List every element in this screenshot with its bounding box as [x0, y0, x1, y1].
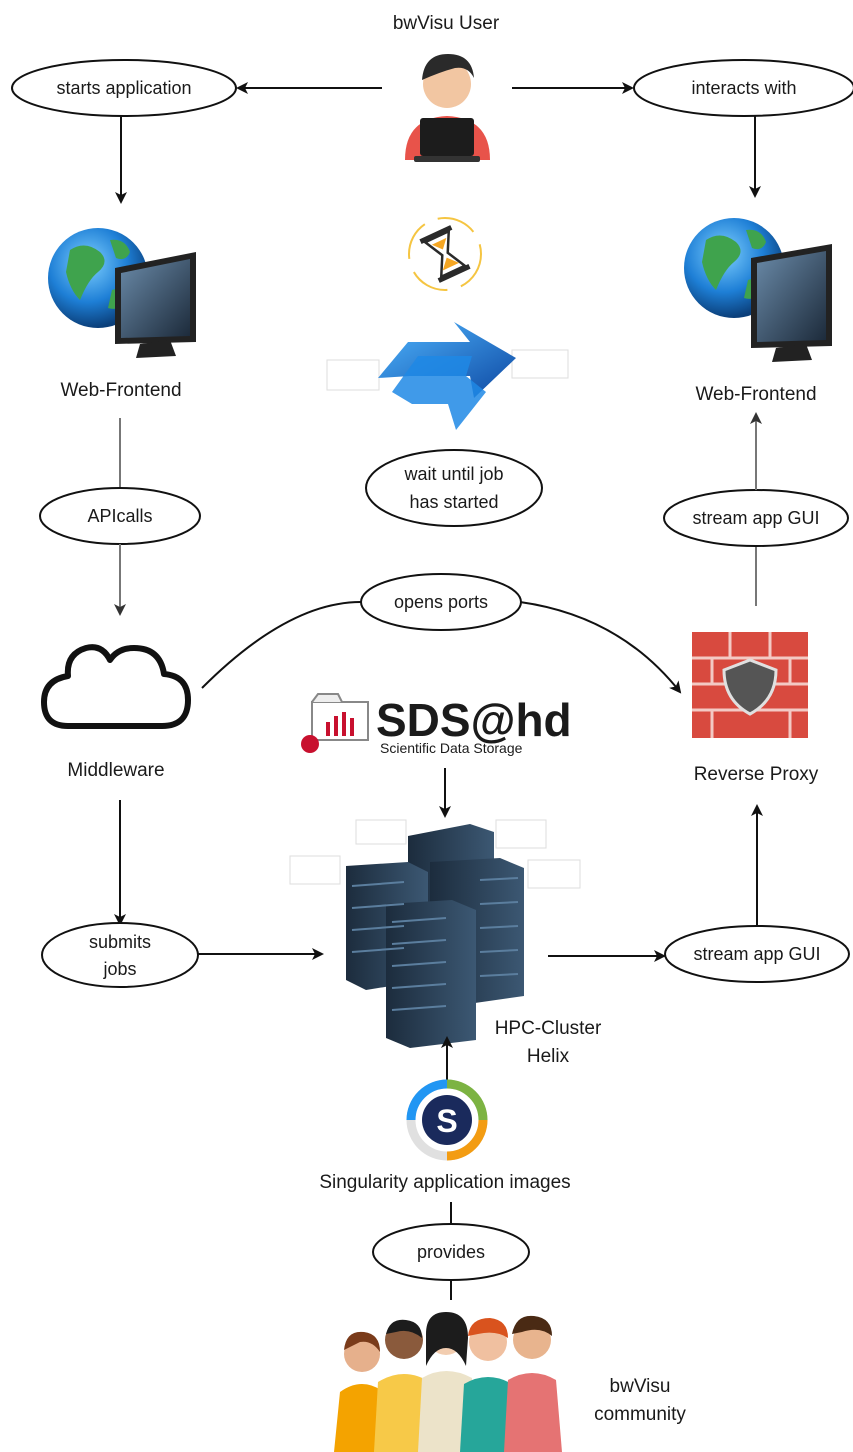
opens-ports-node: opens ports — [360, 573, 522, 631]
api-calls-text: APIcalls — [87, 506, 152, 526]
user-icon — [405, 54, 490, 162]
hourglass-icon — [408, 217, 482, 291]
web-frontend-right-label: Web-Frontend — [695, 384, 816, 405]
submits-jobs-node: submits jobs — [41, 922, 199, 988]
wait-until-job-line2: has started — [409, 492, 498, 512]
web-frontend-right-icon — [684, 218, 832, 362]
svg-text:S: S — [436, 1103, 457, 1139]
user-label: bwVisu User — [393, 13, 500, 34]
stream-app-gui-top-text: stream app GUI — [692, 508, 819, 528]
api-calls-node: APIcalls — [39, 487, 201, 545]
community-label-line1: bwVisu — [610, 1376, 671, 1397]
provides-node: provides — [372, 1223, 530, 1281]
cloud-icon — [41, 644, 191, 729]
line-middleware-to-ports — [201, 600, 365, 689]
arrow-ports-to-proxy — [519, 601, 682, 694]
submits-jobs-line1: submits — [89, 932, 151, 952]
sds-subtitle: Scientific Data Storage — [380, 740, 523, 756]
transfer-arrows-icon — [326, 322, 569, 430]
firewall-icon — [692, 632, 808, 738]
interacts-with-text: interacts with — [691, 78, 796, 98]
provides-text: provides — [417, 1242, 485, 1262]
stream-app-gui-bottom-text: stream app GUI — [693, 944, 820, 964]
sds-logo: SDS@hd Scientific Data Storage — [301, 693, 572, 756]
cluster-label-line1: HPC-Cluster — [495, 1018, 602, 1039]
cluster-label-line2: Helix — [527, 1046, 570, 1067]
wait-until-job-line1: wait until job — [403, 464, 503, 484]
community-group-icon — [334, 1312, 562, 1452]
web-frontend-left-icon — [48, 228, 196, 358]
server-rack-icon — [289, 819, 581, 1048]
submits-jobs-line2: jobs — [102, 959, 136, 979]
web-frontend-left-label: Web-Frontend — [60, 380, 181, 401]
community-label-line2: community — [594, 1404, 686, 1425]
middleware-label: Middleware — [67, 760, 164, 781]
stream-app-gui-bottom-node: stream app GUI — [664, 925, 850, 983]
reverse-proxy-label: Reverse Proxy — [694, 764, 819, 785]
opens-ports-text: opens ports — [394, 592, 488, 612]
starts-application-node: starts application — [11, 59, 237, 117]
starts-application-text: starts application — [56, 78, 191, 98]
singularity-label: Singularity application images — [319, 1172, 570, 1193]
singularity-logo-icon: S — [406, 1079, 488, 1161]
interacts-with-node: interacts with — [633, 59, 853, 117]
sds-title: SDS@hd — [376, 694, 572, 746]
stream-app-gui-top-node: stream app GUI — [663, 489, 849, 547]
wait-until-job-node: wait until job has started — [365, 449, 543, 527]
